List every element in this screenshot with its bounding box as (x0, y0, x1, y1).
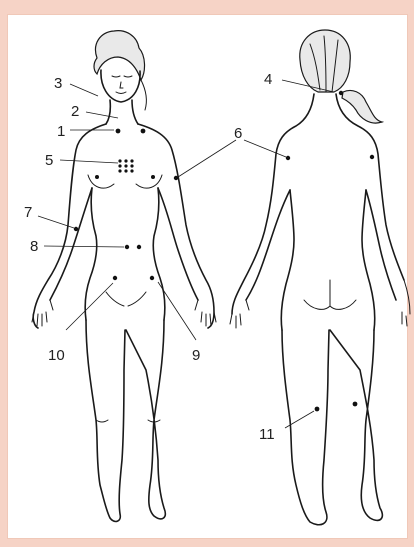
back-figure (230, 30, 410, 525)
leader-lines (38, 80, 334, 428)
back-inner-arms (246, 190, 396, 300)
point-7 (74, 227, 78, 231)
label-6: 6 (234, 125, 242, 142)
front-face-features (112, 76, 132, 94)
point-1-left (116, 129, 121, 134)
back-hair (300, 30, 350, 92)
point-11-right (353, 402, 358, 407)
label-2: 2 (71, 103, 79, 120)
front-figure (32, 31, 216, 522)
front-left-hand (32, 300, 53, 326)
back-legs (282, 330, 382, 525)
back-right-hand (402, 280, 410, 326)
label-8: 8 (30, 238, 38, 255)
label-3: 3 (54, 75, 62, 92)
front-hair-strand (141, 80, 146, 110)
label-4: 4 (264, 71, 272, 88)
front-torso-sides (85, 188, 165, 320)
point-8-right (137, 245, 141, 249)
point-nipple-left (95, 175, 99, 179)
point-1-right (141, 129, 146, 134)
label-1: 1 (57, 123, 65, 140)
point-4 (339, 91, 343, 95)
front-chest (88, 175, 162, 188)
front-body-outline (33, 124, 214, 328)
point-nipple-right (151, 175, 155, 179)
front-groin-lines (106, 292, 146, 306)
front-knees (96, 420, 160, 422)
back-torso-sides (281, 190, 375, 330)
label-9: 9 (192, 347, 200, 364)
point-6-back-right (370, 155, 374, 159)
point-groin-left (113, 276, 117, 280)
back-body-outline (232, 94, 404, 314)
front-inner-arms (50, 188, 198, 300)
point-6-front (174, 176, 178, 180)
point-5-grid (118, 159, 133, 172)
point-9 (150, 276, 154, 280)
label-5: 5 (45, 152, 53, 169)
label-10: 10 (48, 347, 65, 364)
front-neck (106, 100, 138, 124)
label-7: 7 (24, 204, 32, 221)
point-11-left (315, 407, 320, 412)
label-11: 11 (259, 426, 275, 443)
point-6-back-left (286, 156, 290, 160)
point-8-left (125, 245, 129, 249)
